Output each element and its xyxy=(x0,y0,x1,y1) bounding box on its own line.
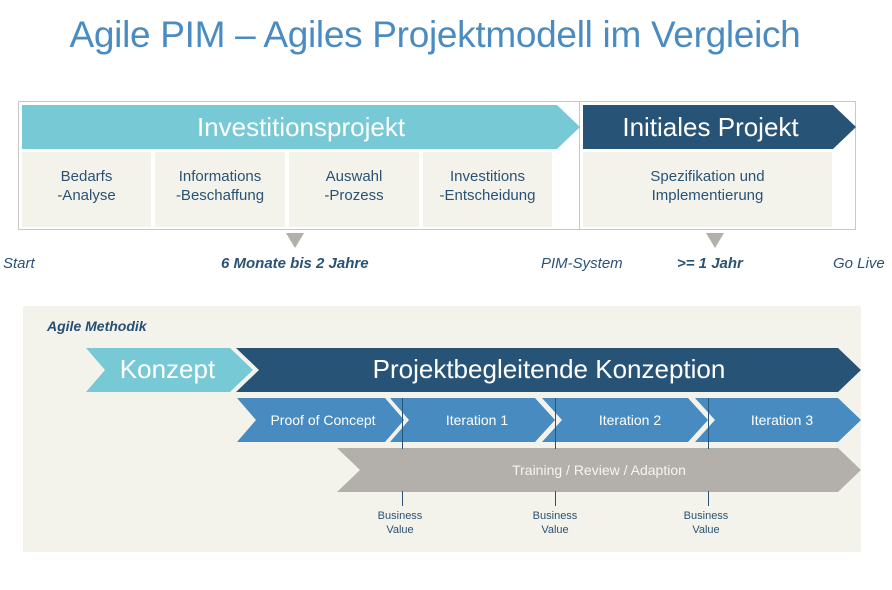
step-line2: -Prozess xyxy=(324,186,384,204)
step-line1: Bedarfs xyxy=(60,167,113,185)
iteration-label-poc: Proof of Concept xyxy=(270,412,376,428)
step-informationsbeschaffung: Informations -Beschaffung xyxy=(155,152,285,227)
timeline-duration-1: 6 Monate bis 2 Jahre xyxy=(221,255,369,272)
step-line2: -Beschaffung xyxy=(175,186,265,204)
step-line1: Informations xyxy=(178,167,262,185)
step-line1: Investitions xyxy=(449,167,526,185)
chevron-konzept xyxy=(86,348,253,392)
step-line2: -Analyse xyxy=(57,186,116,204)
duration-marker-1 xyxy=(286,233,304,248)
phase-label-investitionsprojekt: Investitionsprojekt xyxy=(196,112,406,142)
business-value-3: Business Value xyxy=(671,509,741,537)
main-phase-label: Projektbegleitende Konzeption xyxy=(372,354,726,384)
bv-line2: Value xyxy=(386,524,414,536)
step-line2: -Entscheidung xyxy=(439,186,536,204)
page-title: Agile PIM – Agiles Projektmodell im Verg… xyxy=(69,14,801,55)
business-value-1: Business Value xyxy=(365,509,435,537)
timeline-duration-2: >= 1 Jahr xyxy=(677,255,743,272)
iteration-label-2: Iteration 2 xyxy=(598,412,662,428)
step-line2: Implementierung xyxy=(651,186,764,204)
bv-line1: Business xyxy=(532,510,578,522)
bv-line1: Business xyxy=(377,510,423,522)
iteration-label-3: Iteration 3 xyxy=(750,412,814,428)
timeline-start: Start xyxy=(3,255,35,272)
chevron-projektbegleitende-konzeption xyxy=(236,348,861,392)
konzept-label: Konzept xyxy=(119,354,216,384)
duration-marker-2 xyxy=(706,233,724,248)
step-investitionsentscheidung: Investitions -Entscheidung xyxy=(423,152,552,227)
chevron-iteration-2 xyxy=(542,398,708,442)
phase-arrow-initiales-projekt xyxy=(583,105,856,149)
phase-arrow-investitionsprojekt xyxy=(22,105,580,149)
step-line1: Auswahl xyxy=(325,167,383,185)
phase-divider xyxy=(579,101,580,230)
step-auswahlprozess: Auswahl -Prozess xyxy=(289,152,419,227)
classic-model-frame xyxy=(18,101,856,230)
step-line1: Spezifikation und xyxy=(650,167,765,185)
step-spezifikation-implementierung: Spezifikation und Implementierung xyxy=(583,152,832,227)
step-bedarfsanalyse: Bedarfs -Analyse xyxy=(22,152,151,227)
phase-label-initiales-projekt: Initiales Projekt xyxy=(622,112,799,142)
agile-methodik-label: Agile Methodik xyxy=(47,318,147,334)
chevron-iteration-3 xyxy=(695,398,861,442)
chevron-proof-of-concept xyxy=(237,398,404,442)
iteration-label-1: Iteration 1 xyxy=(445,412,509,428)
bv-line2: Value xyxy=(541,524,569,536)
bv-line2: Value xyxy=(692,524,720,536)
business-value-2: Business Value xyxy=(520,509,590,537)
timeline-end: Go Live xyxy=(833,255,885,272)
chevron-iteration-1 xyxy=(390,398,555,442)
timeline-milestone-pim-system: PIM-System xyxy=(541,255,623,272)
continuous-label: Training / Review / Adaption xyxy=(512,462,686,478)
grey-bar-cover xyxy=(360,449,838,491)
bv-line1: Business xyxy=(683,510,729,522)
